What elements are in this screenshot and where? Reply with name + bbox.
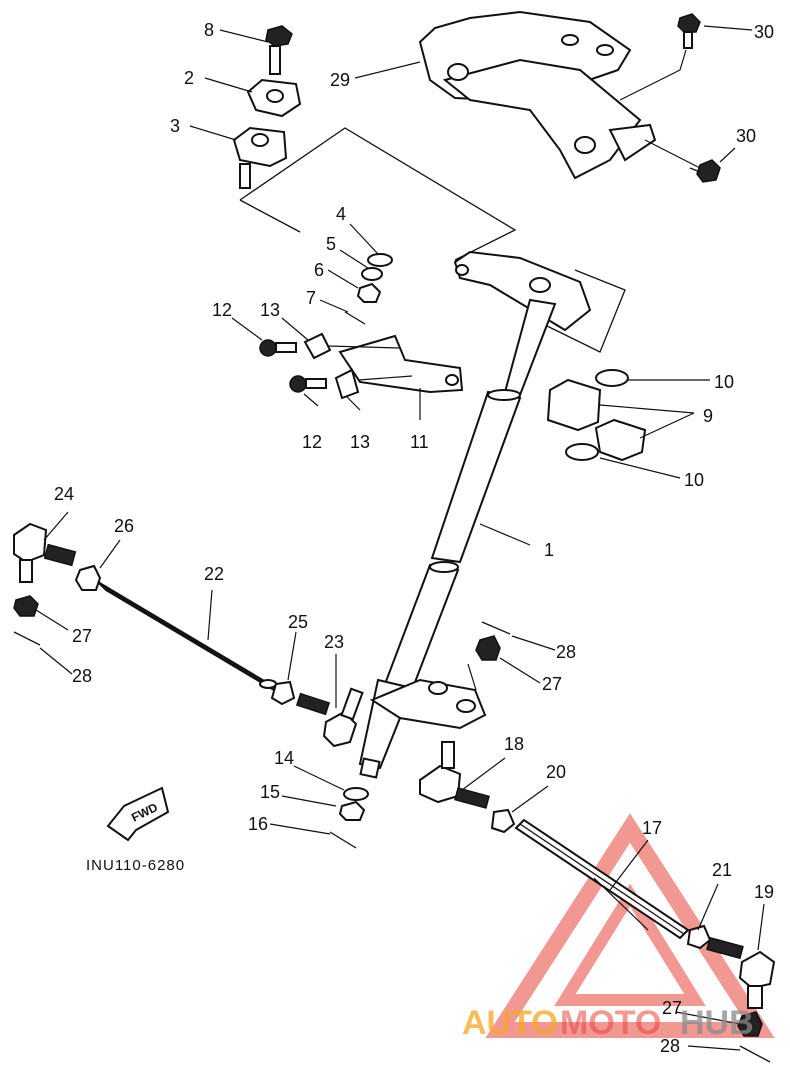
- watermark-part-1: AUTO: [462, 1004, 558, 1042]
- callout-5: 5: [326, 234, 336, 254]
- callout-30-upper: 30: [754, 22, 774, 42]
- locknut-20: [490, 808, 516, 834]
- callout-15: 15: [260, 782, 280, 802]
- cotter-pin-7: [344, 311, 366, 325]
- bolt-12-lower: [289, 375, 327, 393]
- bolt-8: [265, 25, 293, 75]
- upper-handlebar-holder-part: [246, 78, 302, 118]
- tie-rod-end-19: [706, 936, 776, 1009]
- diagram-code: INU110-6280: [86, 857, 185, 874]
- watermark-part-3: HUB: [680, 1004, 754, 1042]
- locknut-25: [270, 680, 296, 706]
- callout-3: 3: [170, 116, 180, 136]
- bolt-12-upper: [259, 339, 297, 357]
- callout-19: 19: [754, 882, 774, 902]
- watermark-part-2: MOTO: [560, 1004, 661, 1042]
- callout-24: 24: [54, 484, 74, 504]
- callout-12-lower: 12: [302, 432, 322, 452]
- callout-11: 11: [410, 432, 429, 452]
- callout-26: 26: [114, 516, 134, 536]
- column-upper-bracket: [453, 250, 592, 332]
- callout-23: 23: [324, 632, 344, 652]
- tie-rod-end-18: [419, 741, 490, 809]
- callout-10-lower: 10: [684, 470, 704, 490]
- callout-14: 14: [274, 748, 294, 768]
- callout-21: 21: [712, 860, 732, 880]
- callout-28-center: 28: [556, 642, 576, 662]
- callout-30-lower: 30: [736, 126, 756, 146]
- nut-27-center: [475, 635, 501, 661]
- callout-13-lower: 13: [350, 432, 370, 452]
- washer-5: [361, 267, 383, 281]
- callout-28-right: 28: [660, 1036, 680, 1056]
- callout-29: 29: [330, 70, 350, 90]
- callout-8: 8: [204, 20, 214, 40]
- callout-22: 22: [204, 564, 224, 584]
- nut-27-right: [737, 1011, 763, 1037]
- locknut-21: [686, 924, 712, 950]
- clip-13-lower: [334, 368, 360, 400]
- tie-rod-end-24: [13, 522, 77, 583]
- cotter-pin-16: [329, 831, 357, 849]
- cotter-pin-28-left: [13, 631, 41, 646]
- callout-18: 18: [504, 734, 524, 754]
- tie-rod-end-23: [295, 687, 364, 748]
- locknut-26: [74, 564, 102, 591]
- plate-10-upper: [595, 369, 629, 387]
- clip-13-upper: [303, 332, 332, 360]
- callout-13-upper: 13: [260, 300, 280, 320]
- washer-14: [343, 787, 369, 801]
- nut-15: [338, 800, 366, 821]
- tie-rod-22: [97, 581, 277, 691]
- bracket-11-part: [338, 334, 464, 394]
- callout-1: 1: [544, 540, 554, 560]
- cotter-pin-28-center: [481, 621, 511, 635]
- nut-27-left: [13, 595, 39, 617]
- callout-27-right: 27: [662, 998, 682, 1018]
- callout-27-center: 27: [542, 674, 562, 694]
- watermark-text: AUTO MOTO HUB: [462, 1004, 754, 1042]
- washer-4: [367, 253, 393, 267]
- tie-rod-17: [514, 818, 690, 940]
- collar-part: [546, 378, 647, 462]
- callout-25: 25: [288, 612, 308, 632]
- nut-6: [356, 282, 382, 303]
- callout-28-left: 28: [72, 666, 92, 686]
- callout-17: 17: [642, 818, 662, 838]
- handlebar-holder-part: [418, 10, 657, 180]
- callout-27-left: 27: [72, 626, 92, 646]
- pitman-arm-part: [369, 678, 487, 730]
- callout-9: 9: [703, 406, 713, 426]
- callout-10-upper: 10: [714, 372, 734, 392]
- callout-2: 2: [184, 68, 194, 88]
- leader-lines: [35, 25, 765, 1051]
- callout-12-upper: 12: [212, 300, 232, 320]
- callout-7: 7: [306, 288, 316, 308]
- plate-10-lower: [565, 443, 599, 461]
- bolt-30-lower: [689, 159, 721, 183]
- cotter-pin-28-right: [739, 1045, 771, 1063]
- callout-6: 6: [314, 260, 324, 280]
- steering-shaft-part: [358, 298, 557, 779]
- fwd-arrow-icon: FWD: [106, 786, 170, 842]
- lower-handlebar-holder-part: [232, 126, 288, 189]
- callout-16: 16: [248, 814, 268, 834]
- callout-20: 20: [546, 762, 566, 782]
- callout-4: 4: [336, 204, 346, 224]
- bolt-30-upper: [677, 13, 701, 49]
- watermark-logo: [485, 813, 775, 1038]
